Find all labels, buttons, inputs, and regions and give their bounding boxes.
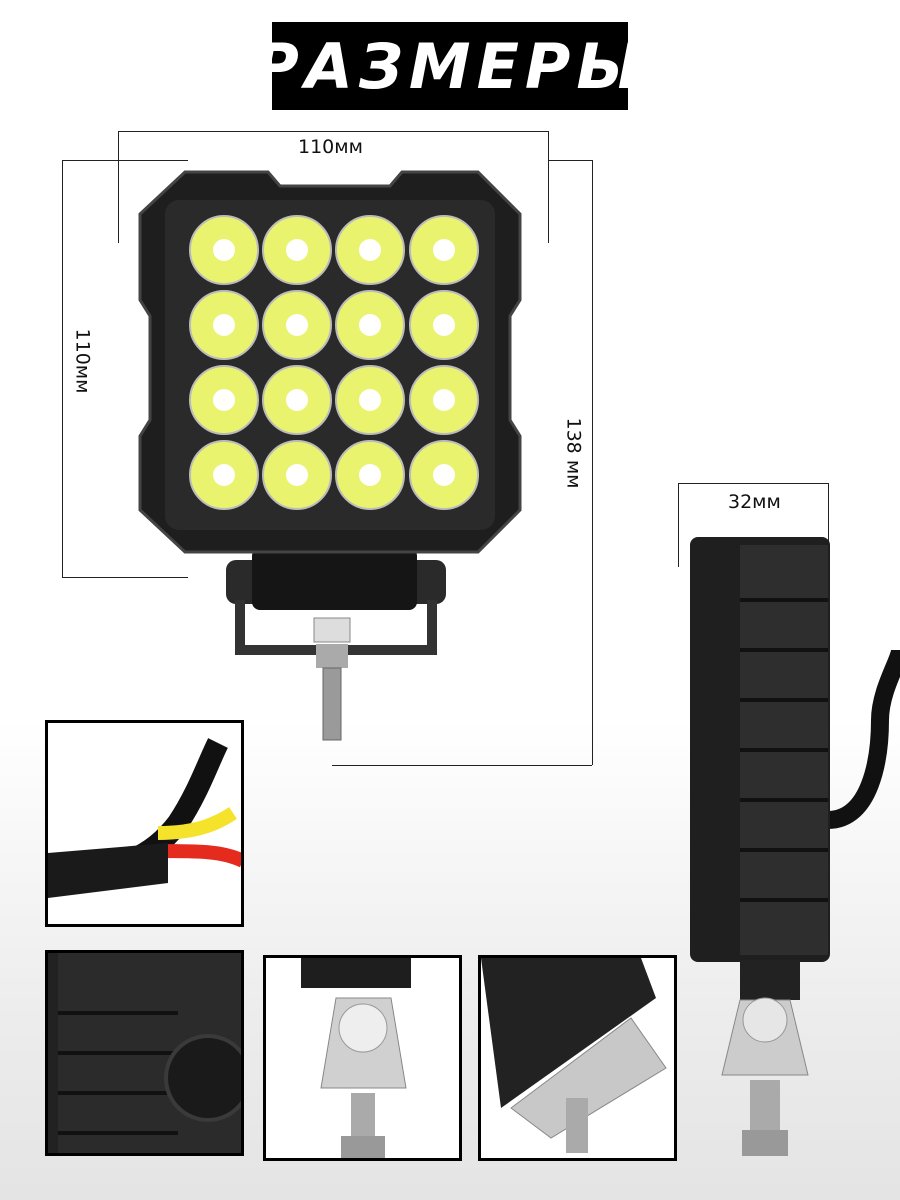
- lamp-bracket: [226, 548, 446, 741]
- depth-label: 32мм: [728, 491, 781, 513]
- dimension-line: [678, 483, 679, 567]
- dimension-line: [62, 160, 63, 577]
- led-chip: [213, 464, 235, 486]
- led-chip: [286, 389, 308, 411]
- dimension-line: [548, 160, 592, 161]
- led: [262, 440, 332, 510]
- led-chip: [359, 239, 381, 261]
- dimension-line: [332, 765, 592, 766]
- led-chip: [213, 239, 235, 261]
- led: [409, 365, 479, 435]
- led: [335, 440, 405, 510]
- led-chip: [433, 239, 455, 261]
- title-banner: РАЗМЕРЫ: [253, 22, 641, 110]
- dimension-line: [62, 577, 188, 578]
- led-chip: [433, 314, 455, 336]
- dimension-line: [118, 131, 119, 243]
- led: [335, 365, 405, 435]
- led-chip: [213, 389, 235, 411]
- led: [335, 215, 405, 285]
- led: [189, 440, 259, 510]
- height-label: 110мм: [71, 328, 94, 394]
- dimension-line: [828, 483, 829, 567]
- led-chip: [213, 314, 235, 336]
- dimension-line: [118, 131, 548, 132]
- dimension-line: [678, 483, 828, 484]
- led-chip: [286, 464, 308, 486]
- inset-bracket-angle: [478, 955, 677, 1161]
- dimension-line: [62, 160, 188, 161]
- led-chip: [359, 464, 381, 486]
- led: [189, 290, 259, 360]
- led: [189, 365, 259, 435]
- led-chip: [286, 314, 308, 336]
- led: [409, 290, 479, 360]
- led: [262, 290, 332, 360]
- width-label: 110мм: [298, 136, 363, 158]
- led-chip: [433, 389, 455, 411]
- total-height-label: 138 мм: [562, 417, 585, 489]
- led: [409, 440, 479, 510]
- led-chip: [433, 464, 455, 486]
- led-chip: [286, 239, 308, 261]
- dimension-line: [592, 160, 593, 765]
- led: [189, 215, 259, 285]
- led-grid: [189, 215, 479, 510]
- led: [335, 290, 405, 360]
- lamp-housing: [138, 170, 522, 554]
- led-chip: [359, 389, 381, 411]
- inset-back-housing: [45, 950, 244, 1156]
- title-text: РАЗМЕРЫ: [253, 29, 647, 103]
- led: [262, 215, 332, 285]
- led: [409, 215, 479, 285]
- inset-wires: [45, 720, 244, 927]
- inset-bracket-front: [263, 955, 462, 1161]
- led: [262, 365, 332, 435]
- led-chip: [359, 314, 381, 336]
- dimension-line: [548, 131, 549, 243]
